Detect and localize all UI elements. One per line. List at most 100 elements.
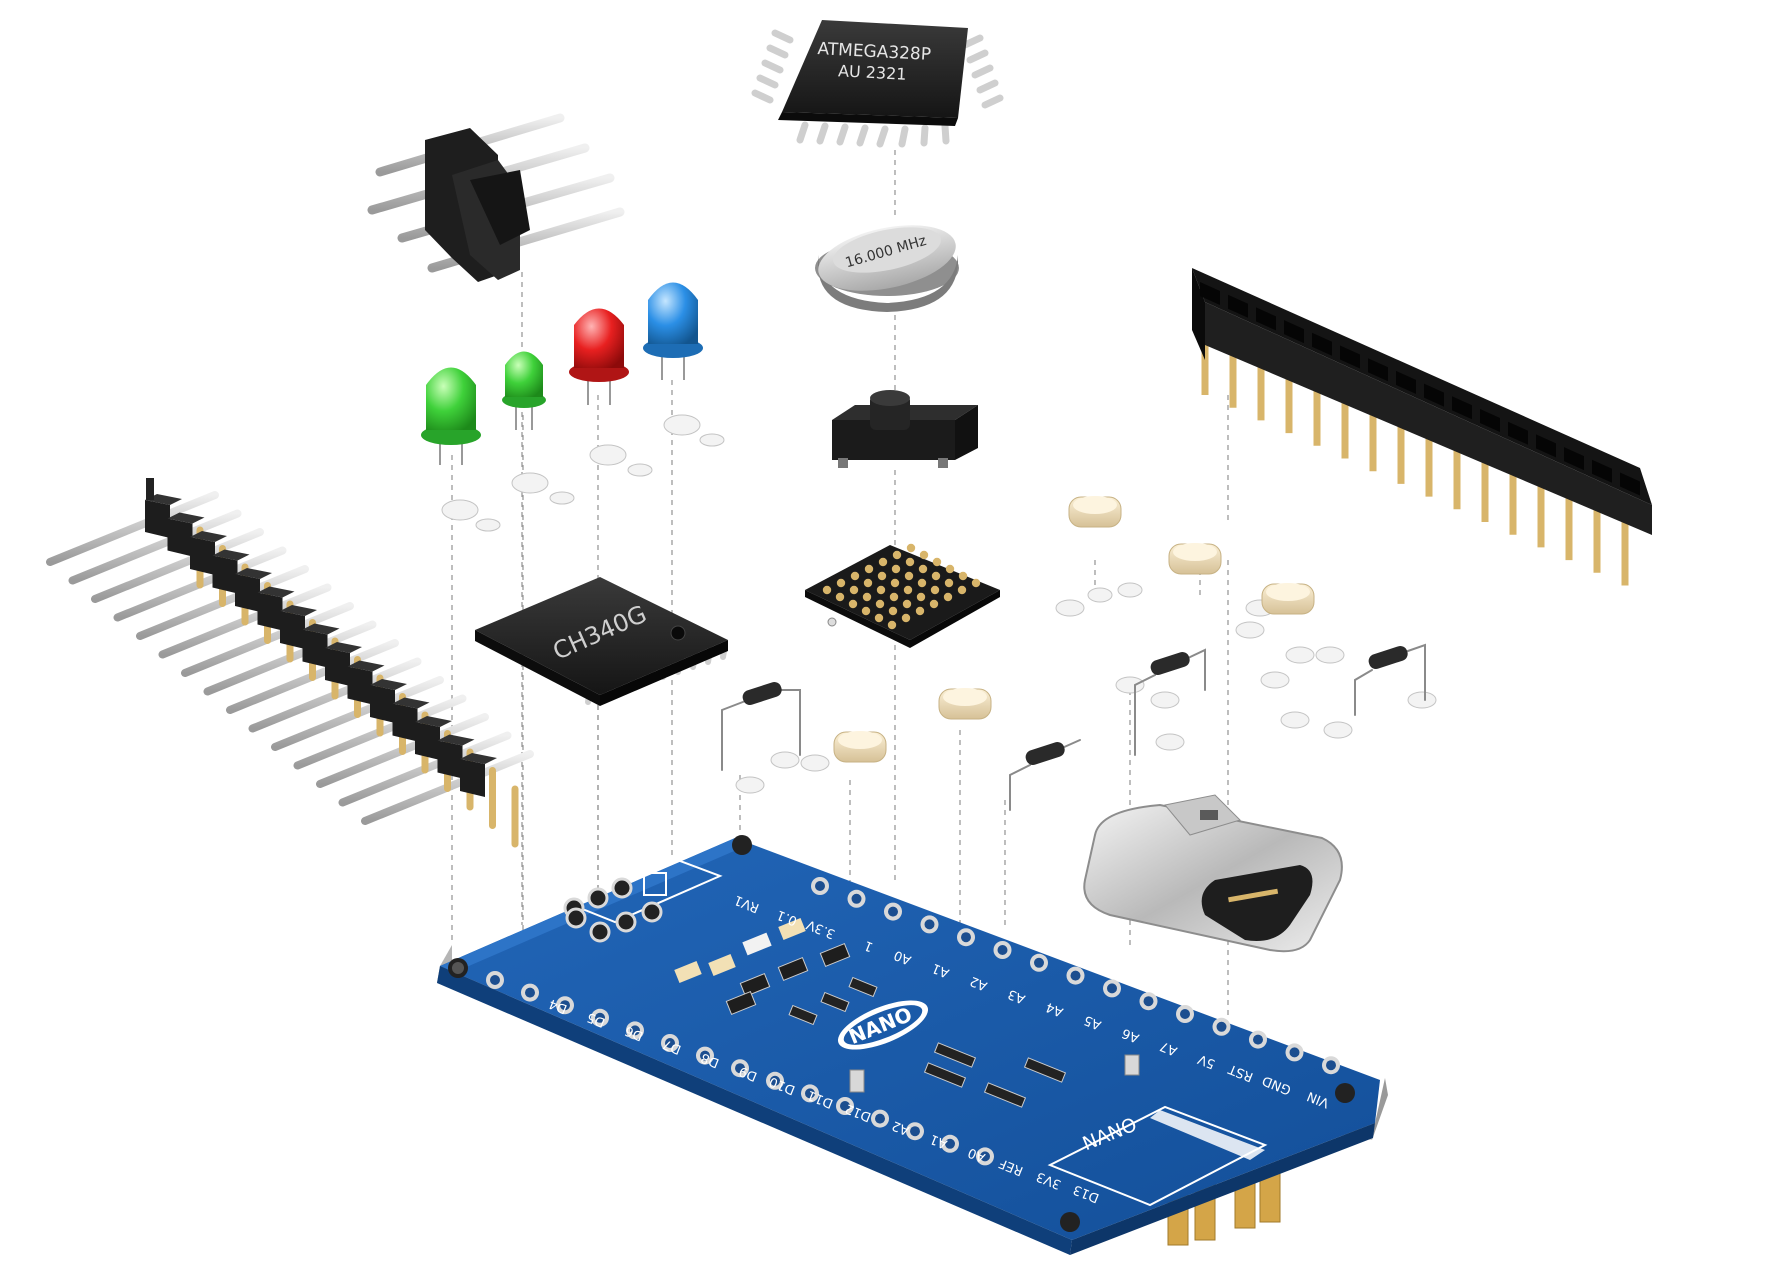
bga-ball [848, 599, 858, 609]
bga-ball [892, 550, 902, 560]
pin-label-bottom: A1 [928, 1131, 950, 1151]
bga-ball [861, 606, 871, 616]
bga-ball [822, 585, 832, 595]
header-block-top [212, 549, 250, 561]
icsp-pad [615, 911, 637, 933]
pin-label-top: A1 [930, 960, 952, 980]
header-block [190, 537, 215, 575]
header-block-top [347, 660, 385, 672]
bga-ball [890, 578, 900, 588]
female-slot [1452, 396, 1472, 420]
female-slot [1284, 320, 1304, 344]
pin-hole-center [1180, 1009, 1190, 1019]
header-block-top [190, 531, 227, 542]
pin-hole-center [910, 1126, 920, 1137]
pin-header-2x4 [367, 113, 625, 282]
pin-label-bottom: D9 [737, 1063, 760, 1084]
header-block [302, 629, 328, 668]
header-block-top [392, 697, 430, 709]
pin-hole-center [1253, 1034, 1263, 1045]
pin-hole-center [735, 1063, 745, 1074]
push-button [832, 390, 978, 468]
bga-ball [877, 571, 887, 581]
header-block-top [257, 586, 295, 598]
bga-ball [863, 578, 873, 588]
female-slot [1312, 332, 1332, 356]
female-slot [1256, 307, 1276, 331]
pin-hole-center [840, 1101, 850, 1111]
header-block-top [145, 494, 182, 505]
female-slot [1508, 421, 1528, 445]
header-block-top [325, 642, 362, 653]
pin-label-top: 5V [1196, 1051, 1218, 1071]
female-slot [1480, 409, 1500, 432]
header-block [145, 500, 170, 538]
bga-ball [932, 557, 942, 567]
pin-hole-center [525, 987, 535, 998]
header-block [347, 666, 373, 705]
bga-ball [905, 557, 915, 567]
bga-ball [929, 599, 939, 609]
header-block [280, 611, 305, 649]
female-pin-header-right [1192, 268, 1652, 586]
pin-hole-center [1143, 996, 1154, 1007]
pin-hole-center [961, 932, 971, 943]
bga-ball [850, 571, 860, 581]
bga-ball [901, 613, 911, 623]
pin-label-top: A4 [1044, 999, 1066, 1019]
male-pin-header-left [46, 478, 534, 848]
led-green-small [502, 351, 546, 430]
icsp-square-pad [643, 872, 667, 896]
pin-label-bottom: D5 [585, 1009, 608, 1030]
ch340g-chip: CH340G [475, 577, 728, 706]
bga-ball [917, 578, 927, 588]
bga-ball [958, 571, 968, 581]
header-block [437, 740, 463, 779]
pin-hole-center [1289, 1047, 1300, 1058]
ceramic-capacitors [833, 496, 1315, 763]
smd-pad-sprites [441, 414, 1437, 794]
bga-ball [904, 571, 914, 581]
female-slot [1536, 434, 1556, 458]
pin-hole-center [1107, 983, 1117, 994]
bga-ball [836, 578, 846, 588]
female-slot [1564, 447, 1584, 471]
bga-ball [887, 620, 897, 630]
pin-label-bottom: D7 [661, 1036, 684, 1057]
pin-hole-center [1034, 957, 1044, 968]
usb-c-connector [1083, 794, 1343, 953]
pin-label-bottom: D8 [699, 1049, 722, 1070]
mcu-label-line2: AU 2321 [838, 61, 907, 84]
pin-hole-center [665, 1038, 675, 1048]
header-block-top [437, 734, 475, 746]
bga-ball [878, 557, 888, 567]
pin-hole-center [1326, 1060, 1336, 1071]
pin-label-top: A0 [892, 947, 914, 967]
bga-ball [957, 585, 967, 595]
pin-label-top: A7 [1158, 1038, 1180, 1058]
pin-hole-center [815, 881, 825, 891]
pin-label-bottom: D6 [623, 1022, 646, 1043]
pin-hole-center [980, 1151, 990, 1162]
header-block-top [280, 605, 317, 616]
female-slot [1424, 383, 1444, 407]
icsp-pad [641, 901, 663, 923]
pin-hole-center [945, 1138, 955, 1149]
pin-label-bottom: A0 [966, 1144, 988, 1164]
led-blue [643, 282, 703, 380]
pin-hole-center [770, 1075, 780, 1086]
pin-hole-center [490, 975, 500, 985]
female-slot [1228, 294, 1248, 318]
pin-hole-center [875, 1113, 885, 1124]
pin-label-top: A5 [1082, 1012, 1104, 1032]
board-smd-parts [674, 918, 1140, 1108]
bga-ball [903, 585, 913, 595]
female-slot [1592, 459, 1612, 483]
female-slot [1368, 358, 1388, 382]
pin-hole-center [851, 893, 862, 904]
pin-hole-center [888, 906, 898, 917]
header-pin [91, 528, 264, 603]
bga-ball [945, 564, 955, 574]
pin-hole-center [924, 919, 935, 930]
